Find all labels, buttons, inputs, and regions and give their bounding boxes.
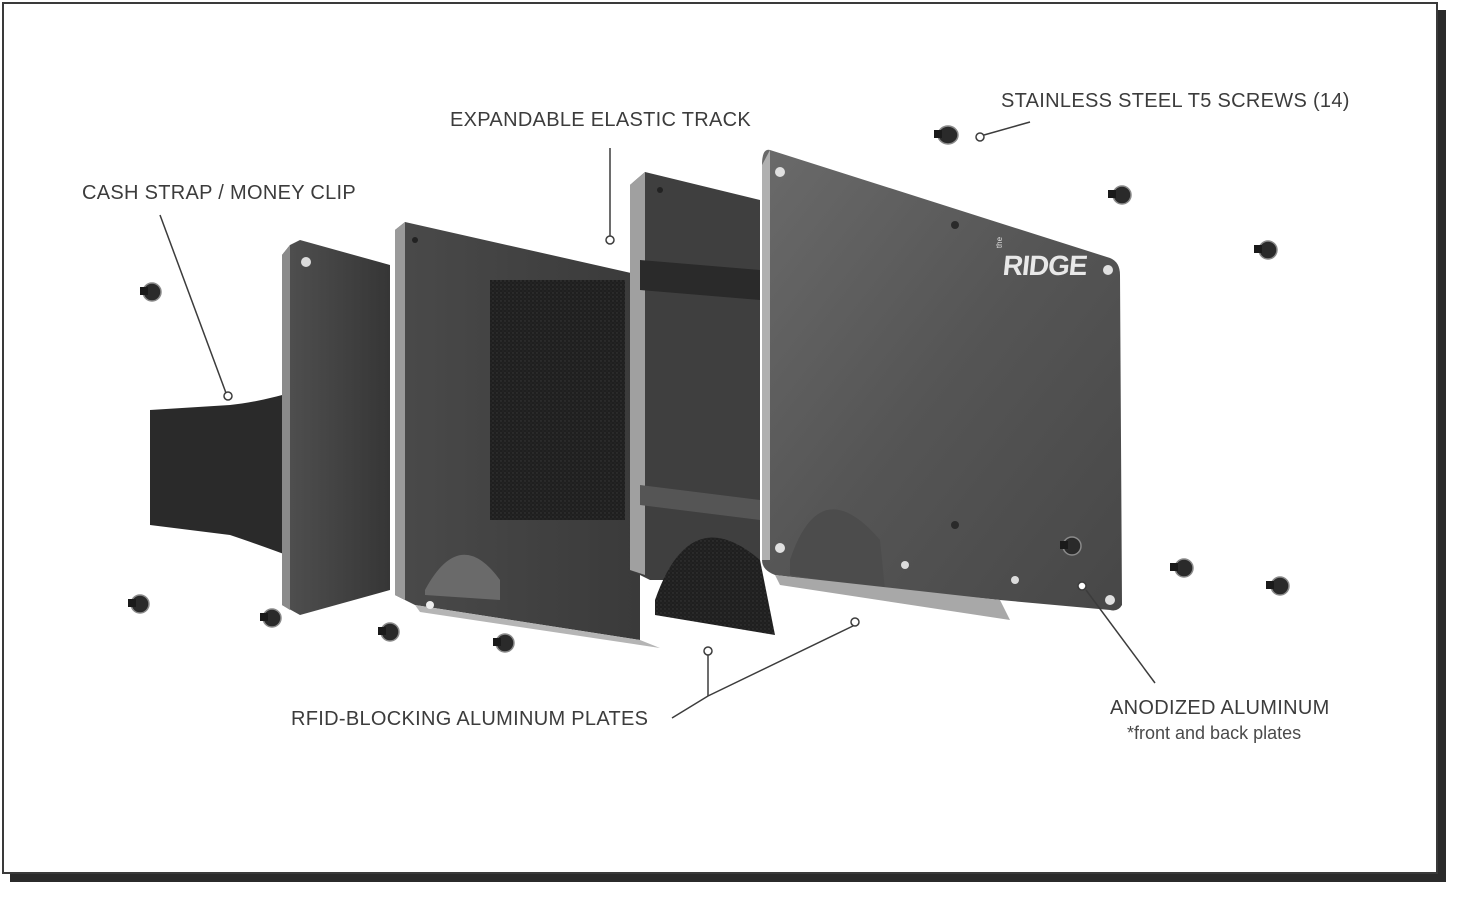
screws: [128, 125, 1290, 653]
screw-icon: [493, 633, 515, 653]
brand-the-text: the: [995, 236, 1005, 249]
callout-lines: [159, 121, 1156, 719]
screw-icon: [1266, 576, 1290, 596]
screw-icon: [260, 608, 282, 628]
label-rfid-plates: RFID-BLOCKING ALUMINUM PLATES: [291, 708, 649, 730]
screw-icon: [1170, 558, 1194, 578]
screw-icon: [1060, 536, 1082, 556]
screw-icon: [140, 282, 162, 302]
leader-dot: [703, 646, 713, 656]
label-elastic-track: EXPANDABLE ELASTIC TRACK: [450, 109, 751, 131]
leader-anodized: [1085, 589, 1156, 684]
leader-cash-strap: [159, 214, 227, 394]
leader-screws: [983, 121, 1031, 136]
label-anodized: ANODIZED ALUMINUM: [1110, 697, 1330, 719]
label-anodized-note: *front and back plates: [1127, 723, 1302, 743]
label-screws: STAINLESS STEEL T5 SCREWS (14): [1001, 90, 1350, 112]
leader-dot: [605, 235, 615, 245]
leader-dot: [1077, 581, 1087, 591]
screw-icon: [378, 622, 400, 642]
elastic-track: [630, 172, 775, 635]
screw-icon: [1254, 240, 1278, 260]
leader-dot: [223, 391, 233, 401]
leader-dot: [975, 132, 985, 142]
label-cash-strap: CASH STRAP / MONEY CLIP: [82, 182, 357, 204]
front-plate: [762, 149, 1122, 620]
leader-rfid: [671, 624, 856, 719]
rfid-plate-1: [395, 222, 660, 648]
screw-icon: [1108, 185, 1132, 205]
back-plate: [282, 240, 390, 615]
screw-icon: [934, 125, 959, 145]
leader-dot: [850, 617, 860, 627]
screw-icon: [128, 594, 150, 614]
brand-logo: RIDGE: [1001, 250, 1089, 281]
cash-strap: [150, 390, 300, 560]
